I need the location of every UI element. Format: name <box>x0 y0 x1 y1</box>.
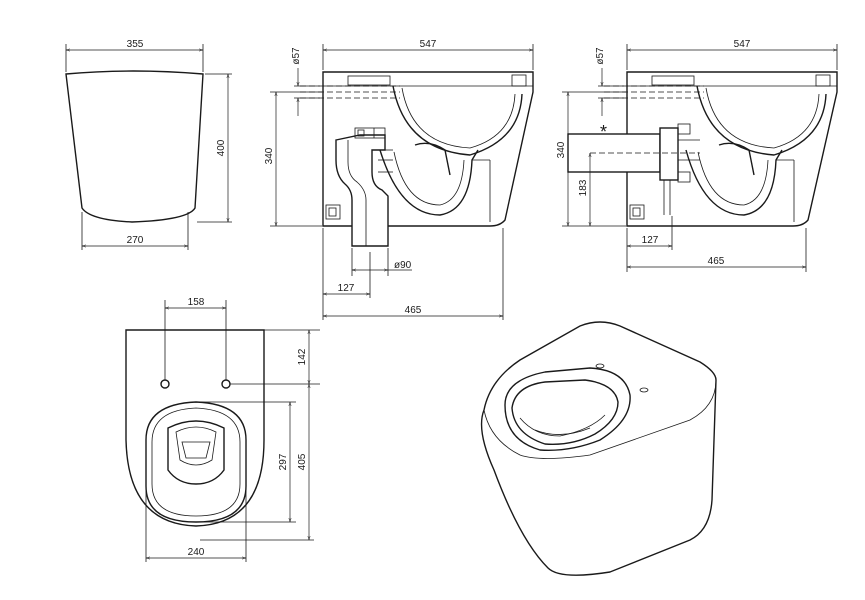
side-a-outlet-offset-label: 127 <box>338 283 355 294</box>
plan-bowl-width-label: 240 <box>188 547 205 558</box>
side-view-a: 547 ø57 340 ø90 127 465 <box>264 39 534 320</box>
fixing-hole-right <box>221 379 231 389</box>
side-a-outlet-dia-label: ø90 <box>394 260 412 271</box>
side-a-outlet-pipe <box>335 134 389 247</box>
front-base-width-label: 270 <box>127 235 144 246</box>
side-b-outlet-offset-label: 127 <box>642 235 659 246</box>
side-a-depth-label: 465 <box>405 305 422 316</box>
perspective-body <box>480 321 717 576</box>
side-view-b: * 547 ø57 340 183 127 465 <box>556 39 838 272</box>
side-b-width-label: 547 <box>734 39 751 50</box>
plan-outline <box>125 329 265 527</box>
fixing-hole-left <box>160 379 170 389</box>
side-b-outline <box>626 71 838 227</box>
plan-seat <box>145 401 247 523</box>
side-b-marker: * <box>600 122 607 142</box>
side-b-depth-label: 465 <box>708 256 725 267</box>
side-a-width-label: 547 <box>420 39 437 50</box>
side-a-outline <box>322 71 534 227</box>
side-b-inlet-dia-label: ø57 <box>595 47 606 65</box>
perspective-hole-left <box>595 363 605 369</box>
side-a-inlet-dia-label: ø57 <box>291 47 302 65</box>
front-view: 355 400 270 <box>65 39 232 250</box>
perspective-hole-right <box>639 387 649 393</box>
front-view-outline <box>65 70 204 223</box>
perspective-seat <box>504 367 631 451</box>
plan-hole-spacing-label: 158 <box>188 297 205 308</box>
plan-view: 158 142 297 405 240 <box>125 297 320 562</box>
front-top-width-label: 355 <box>127 39 144 50</box>
plan-bowl-length-label: 297 <box>278 453 289 470</box>
side-a-height-label: 340 <box>264 147 275 164</box>
plan-hole-setback-label: 142 <box>297 348 308 365</box>
front-height-label: 400 <box>216 139 227 156</box>
side-b-outlet-height-label: 183 <box>578 179 589 196</box>
perspective-view <box>480 321 717 576</box>
plan-total-length-label: 405 <box>297 453 308 470</box>
side-b-height-label: 340 <box>556 141 567 158</box>
